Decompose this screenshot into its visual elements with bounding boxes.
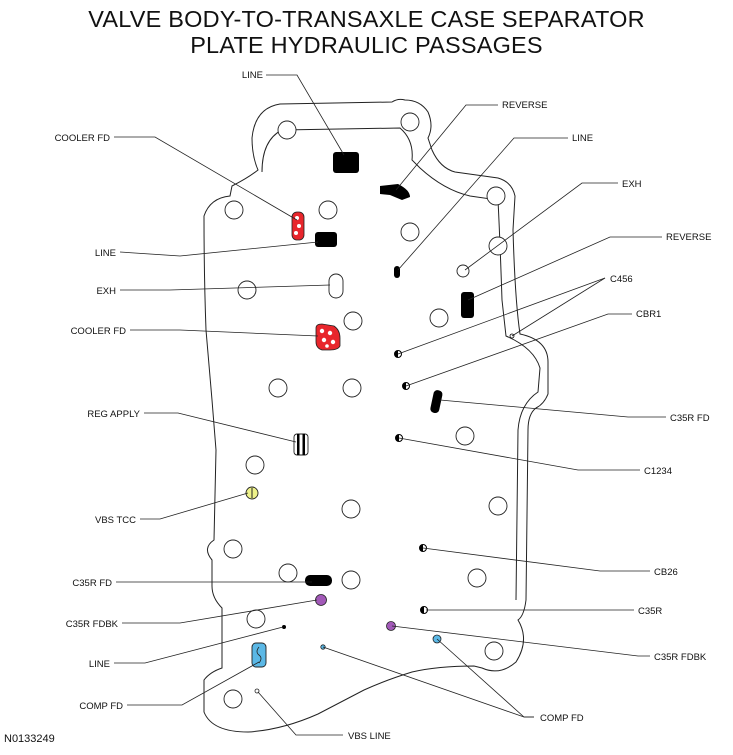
bolt-hole — [223, 539, 243, 559]
port-c35r-fdbk-right — [386, 621, 396, 631]
leader-cooler-fd-top — [114, 136, 298, 221]
bolt-hole — [484, 641, 504, 661]
bolt-hole — [429, 308, 449, 328]
passage-cooler-fd-left — [315, 323, 341, 351]
bolt-hole — [400, 222, 420, 242]
label-vbs-tcc: VBS TCC — [95, 515, 136, 526]
leader-c35r-fdbk-right — [391, 625, 650, 657]
diagram-title: VALVE BODY-TO-TRANSAXLE CASE SEPARATOR P… — [0, 6, 733, 58]
passage-line-right — [394, 266, 400, 278]
leader-cbr1 — [405, 313, 632, 387]
bolt-hole — [400, 112, 420, 132]
leader-line-right — [397, 137, 568, 271]
bolt-hole — [245, 455, 265, 475]
label-comp-fd-right: COMP FD — [540, 713, 584, 724]
label-line-left: LINE — [95, 248, 116, 259]
leader-comp-fd-left — [127, 661, 260, 706]
bolt-hole — [456, 264, 470, 278]
leader-reverse-top — [395, 104, 498, 191]
leader-line-left — [119, 241, 319, 257]
label-line-bottom: LINE — [89, 659, 110, 670]
bolt-hole — [343, 311, 363, 331]
leader-line-top — [266, 74, 345, 156]
label-reverse-top: REVERSE — [502, 100, 547, 111]
bolt-hole — [486, 186, 506, 206]
port-line-bottom — [282, 625, 286, 629]
passage-exh-left — [328, 273, 344, 299]
label-exh-left: EXH — [96, 286, 116, 297]
bolt-hole — [277, 120, 297, 140]
bolt-hole — [488, 236, 508, 256]
label-c456: C456 — [610, 274, 633, 285]
port-c35r-fdbk-left — [315, 594, 327, 606]
label-cb26: CB26 — [654, 567, 678, 578]
leader-vbs-tcc — [140, 492, 249, 520]
label-line-top: LINE — [242, 70, 263, 81]
bolt-hole — [342, 378, 362, 398]
label-c35r-fdbk-left: C35R FDBK — [66, 619, 119, 630]
leader-vbs-line — [257, 691, 343, 736]
label-comp-fd-left: COMP FD — [79, 701, 123, 712]
label-c35r-fdbk-right: C35R FDBK — [654, 652, 707, 663]
passage-reg-apply — [293, 433, 309, 456]
leader-exh-left — [120, 284, 331, 291]
title-line-2: PLATE HYDRAULIC PASSAGES — [190, 32, 543, 58]
passage-comp-fd-left — [251, 642, 267, 668]
bolt-hole — [455, 426, 475, 446]
label-c1234: C1234 — [644, 466, 672, 477]
leader-c35r-fd-right — [439, 399, 666, 418]
label-c35r-fd-right: C35R FD — [670, 413, 710, 424]
leader-reverse-right — [467, 236, 662, 301]
label-cooler-fd-left: COOLER FD — [71, 326, 127, 337]
label-cooler-fd-top: COOLER FD — [55, 133, 111, 144]
passage-c35r-fd-right — [430, 390, 443, 414]
leader-c1234 — [398, 437, 640, 471]
bolt-hole — [224, 200, 244, 220]
label-c35r: C35R — [638, 606, 662, 617]
bolt-hole — [278, 563, 298, 583]
port-c1234 — [395, 434, 403, 442]
passage-line-left — [315, 232, 337, 247]
passage-c35r-fd-left — [305, 575, 332, 586]
leader-line-bottom — [114, 626, 284, 664]
label-cbr1: CBR1 — [636, 309, 661, 320]
passage-reverse-top — [380, 184, 410, 200]
port-vbs-tcc — [245, 486, 259, 500]
leader-exh-right — [464, 182, 618, 271]
label-vbs-line: VBS LINE — [348, 731, 391, 742]
bolt-hole — [467, 568, 487, 588]
bolt-hole — [488, 496, 508, 516]
passage-cooler-fd-top — [291, 211, 305, 241]
bolt-hole — [318, 200, 338, 220]
label-reg-apply: REG APPLY — [87, 409, 140, 420]
leader-c456-b — [511, 277, 606, 337]
leader-comp-fd-right-b — [322, 646, 534, 718]
bolt-hole — [223, 689, 243, 709]
bolt-hole — [237, 280, 257, 300]
label-line-right: LINE — [572, 133, 593, 144]
label-exh-right: EXH — [622, 179, 642, 190]
leader-c35r-fdbk-left — [122, 599, 318, 624]
passage-line-top — [333, 152, 359, 173]
bolt-hole — [341, 570, 361, 590]
leader-cb26 — [422, 547, 650, 572]
title-line-1: VALVE BODY-TO-TRANSAXLE CASE SEPARATOR — [88, 6, 645, 32]
plate-outline — [203, 98, 549, 733]
figure-id: N0133249 — [4, 733, 55, 745]
bolt-hole — [246, 609, 266, 629]
passage-reverse-right — [461, 292, 474, 318]
leader-cooler-fd-left — [130, 329, 319, 337]
bolt-hole — [268, 378, 288, 398]
leader-reg-apply — [144, 412, 297, 443]
leader-c456-a — [397, 277, 606, 355]
label-reverse-right: REVERSE — [666, 232, 711, 243]
bolt-hole — [341, 499, 361, 519]
label-c35r-fd-left: C35R FD — [72, 578, 112, 589]
